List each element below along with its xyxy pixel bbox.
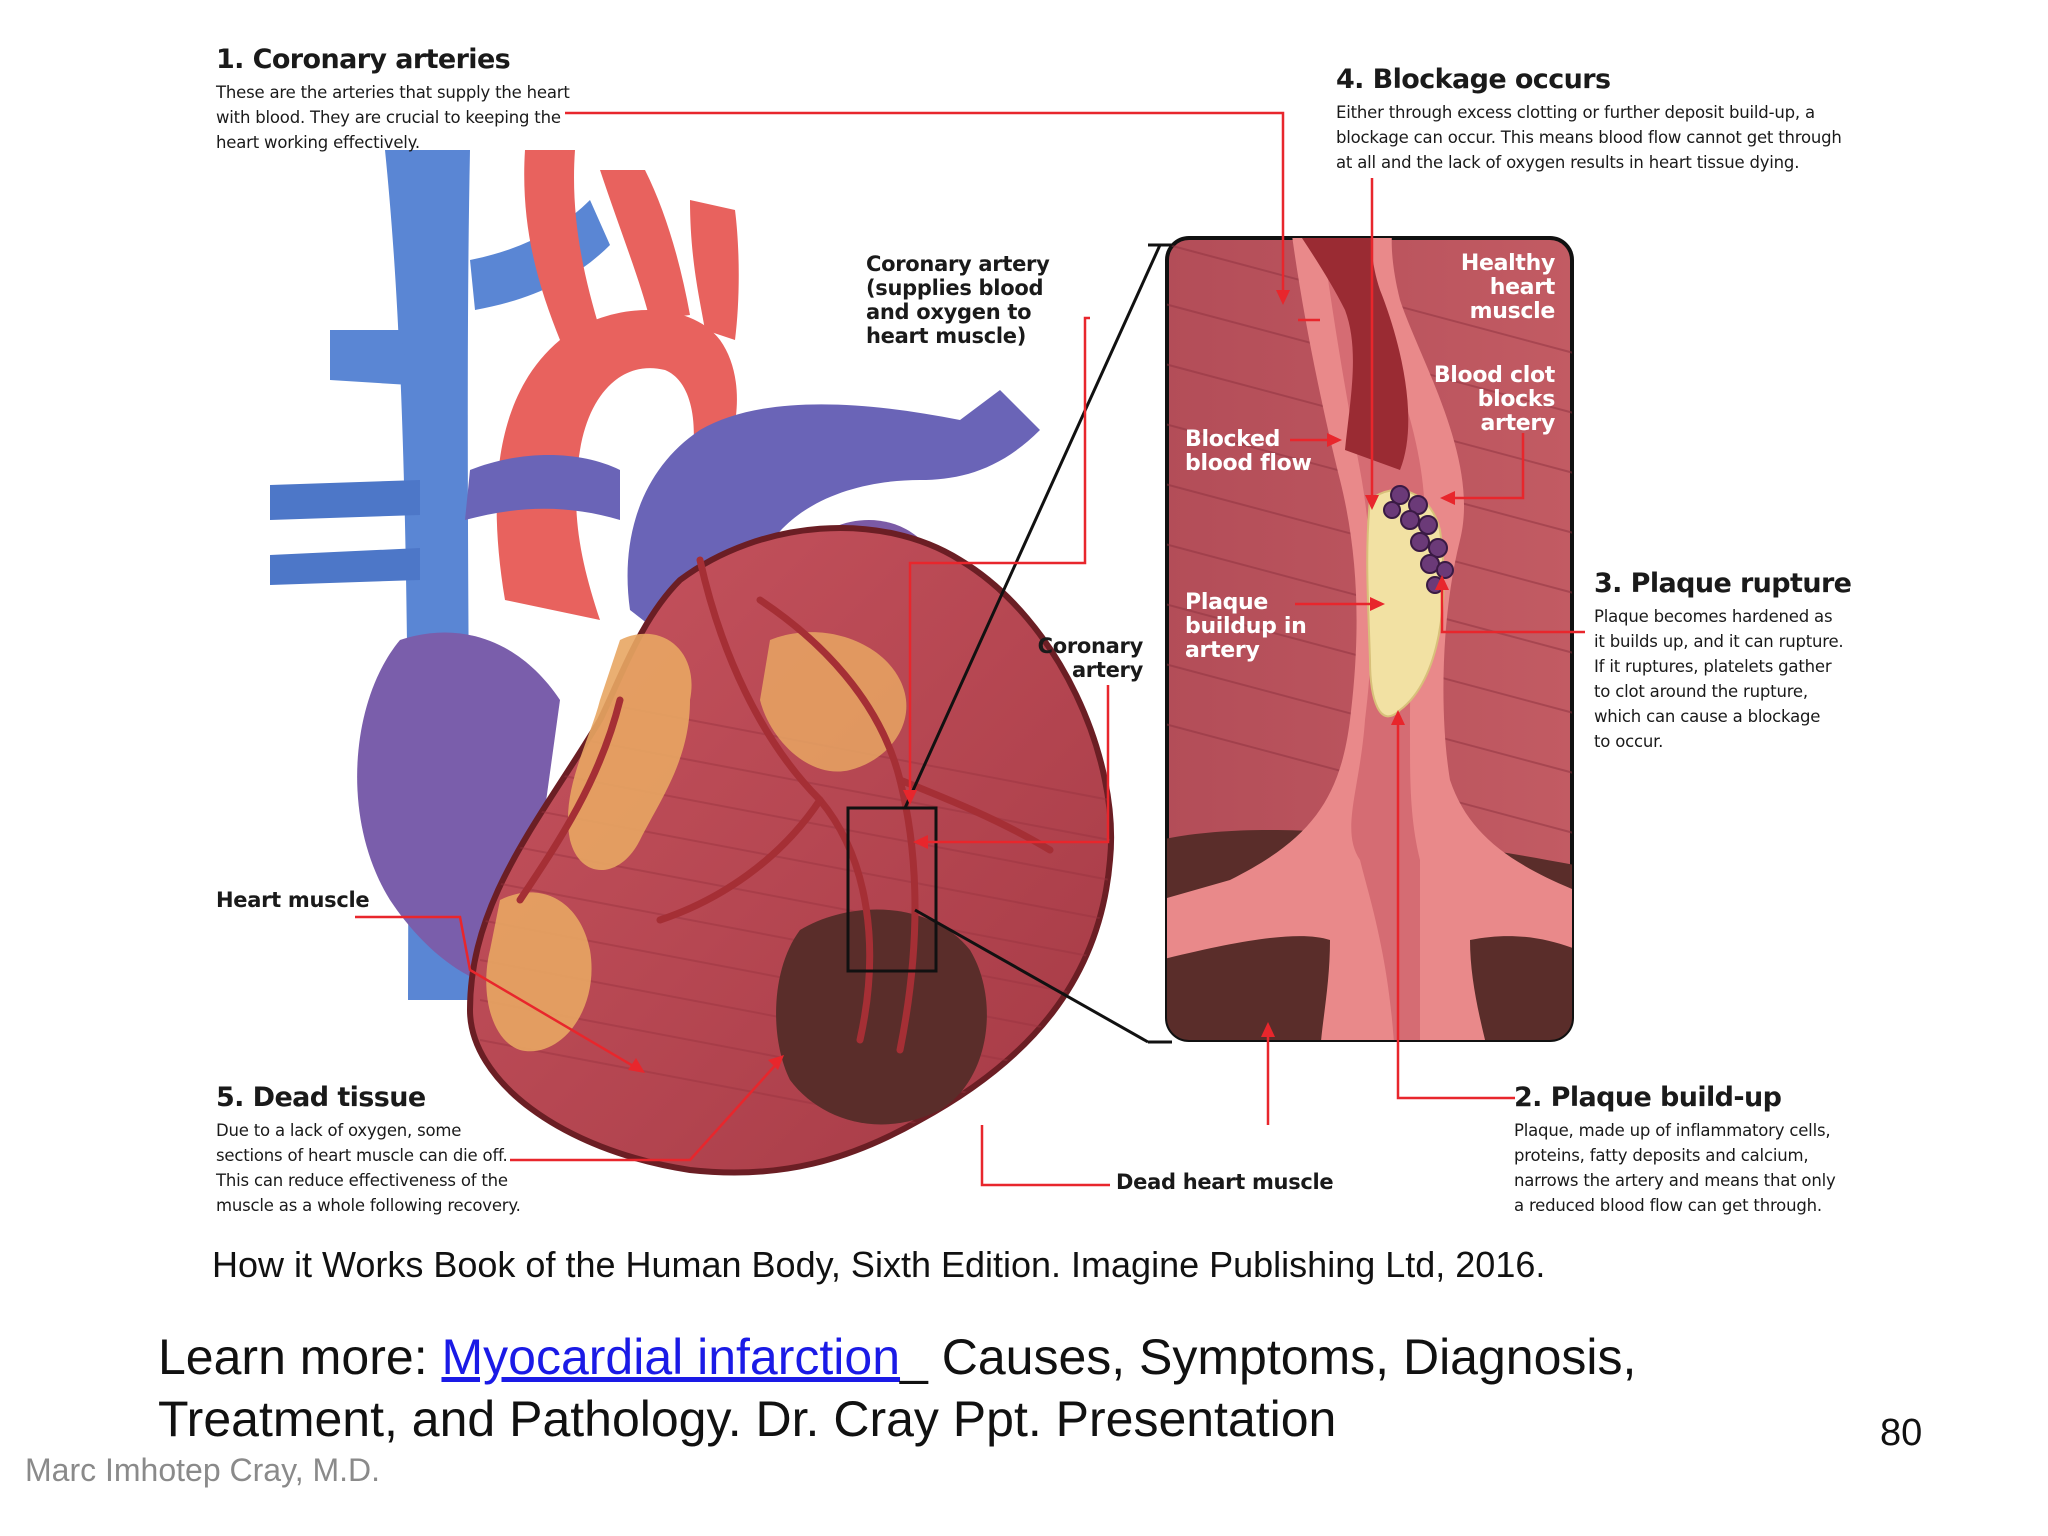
ventricles [466,525,1114,1176]
text-line: to occur. [1594,732,1664,751]
label-dead-heart-muscle: Dead heart muscle [1116,1170,1334,1194]
blockage-text: Either through excess clotting or furthe… [1336,100,1856,175]
plaque-rupture-text: Plaque becomes hardened as it builds up,… [1594,604,1854,754]
zoom-box [846,806,938,973]
label-coronary-arteries: 1. Coronary arteries These are the arter… [216,44,616,155]
zoom-line-bottom [914,908,1149,1044]
label-heart-muscle: Heart muscle [216,888,370,912]
text-line: at all and the lack of oxygen results in… [1336,153,1800,172]
text-line: heart working effectively. [216,133,420,152]
label-coronary-artery: Coronary artery [1000,634,1144,682]
text-line: artery [1185,638,1260,663]
text-line: heart muscle) [866,324,1026,348]
learn-more-suffix: _ Causes, Symptoms, Diagnosis, [900,1329,1637,1385]
learn-more-line2: Treatment, and Pathology. Dr. Cray Ppt. … [158,1391,1337,1447]
learn-more-text: Learn more: Myocardial infarction_ Cause… [158,1326,1758,1450]
text-line: muscle [1469,299,1556,324]
text-line: This can reduce effectiveness of the [216,1171,508,1190]
text-line: heart [1489,275,1556,300]
aorta [496,150,739,620]
coronary-arteries-text: These are the arteries that supply the h… [216,80,616,155]
text-line: Healthy [1460,251,1555,276]
plaque-build-up-text: Plaque, made up of inflammatory cells, p… [1514,1118,1854,1218]
dead-tissue-text: Due to a lack of oxygen, some sections o… [216,1118,546,1218]
text-line: a reduced blood flow can get through. [1514,1196,1822,1215]
artery-cross-section-inset [1165,236,1574,1042]
callout-arrowheads [628,290,1455,1073]
label-blocked-blood-flow: Blocked blood flow [1185,428,1335,476]
callout-lines [355,111,1585,1187]
text-line: muscle as a whole following recovery. [216,1196,521,1215]
text-line: Coronary [1037,634,1144,658]
plaque-rupture-title: 3. Plaque rupture [1594,568,1852,599]
text-line: artery [1071,658,1143,682]
text-line: blocks [1477,387,1556,412]
myocardial-infarction-link[interactable]: Myocardial infarction [441,1329,901,1385]
label-blockage-occurs: 4. Blockage occurs Either through excess… [1336,64,1856,175]
text-line: Plaque becomes hardened as [1594,607,1833,626]
label-coronary-artery-supplies: Coronary artery (supplies blood and oxyg… [866,252,1086,348]
blockage-title: 4. Blockage occurs [1336,64,1611,95]
text-line: artery [1480,411,1555,436]
text-line: it builds up, and it can rupture. [1594,632,1844,651]
author-credit: Marc Imhotep Cray, M.D. [25,1452,381,1488]
text-line: Coronary artery [866,252,1050,276]
slide-number: 80 [1880,1412,1923,1454]
label-plaque-rupture: 3. Plaque rupture Plaque becomes hardene… [1594,568,1854,754]
learn-more-prefix: Learn more: [158,1329,442,1385]
citation: How it Works Book of the Human Body, Six… [212,1244,1546,1285]
text-line: If it ruptures, platelets gather [1594,657,1832,676]
text-line: Plaque, made up of inflammatory cells, [1514,1121,1831,1140]
coronary-arteries-title: 1. Coronary arteries [216,44,511,75]
label-blood-clot: Blood clot blocks artery [1400,364,1555,436]
text-line: Blood clot [1433,363,1555,388]
label-plaque-buildup-in-artery: Plaque buildup in artery [1185,591,1335,663]
text-line: which can cause a blockage [1594,707,1821,726]
text-line: These are the arteries that supply the h… [216,83,570,102]
label-healthy-heart-muscle: Healthy heart muscle [1400,252,1555,324]
text-line: Blocked [1185,427,1281,452]
text-line: with blood. They are crucial to keeping … [216,108,561,127]
label-dead-tissue: 5. Dead tissue Due to a lack of oxygen, … [216,1082,546,1218]
text-line: buildup in [1185,614,1307,639]
text-line: Due to a lack of oxygen, some [216,1121,462,1140]
text-line: (supplies blood [866,276,1044,300]
dead-tissue-title: 5. Dead tissue [216,1082,426,1113]
text-line: blockage can occur. This means blood flo… [1336,128,1842,147]
zoom-line-top [903,244,1162,809]
plaque-build-up-title: 2. Plaque build-up [1514,1082,1782,1113]
text-line: blood flow [1185,451,1312,476]
text-line: and oxygen to [866,300,1032,324]
text-line: sections of heart muscle can die off. [216,1146,508,1165]
text-line: proteins, fatty deposits and calcium, [1514,1146,1809,1165]
text-line: Plaque [1185,590,1269,615]
text-line: Either through excess clotting or furthe… [1336,103,1815,122]
text-line: narrows the artery and means that only [1514,1171,1836,1190]
label-plaque-build-up: 2. Plaque build-up Plaque, made up of in… [1514,1082,1854,1218]
text-line: to clot around the rupture, [1594,682,1808,701]
